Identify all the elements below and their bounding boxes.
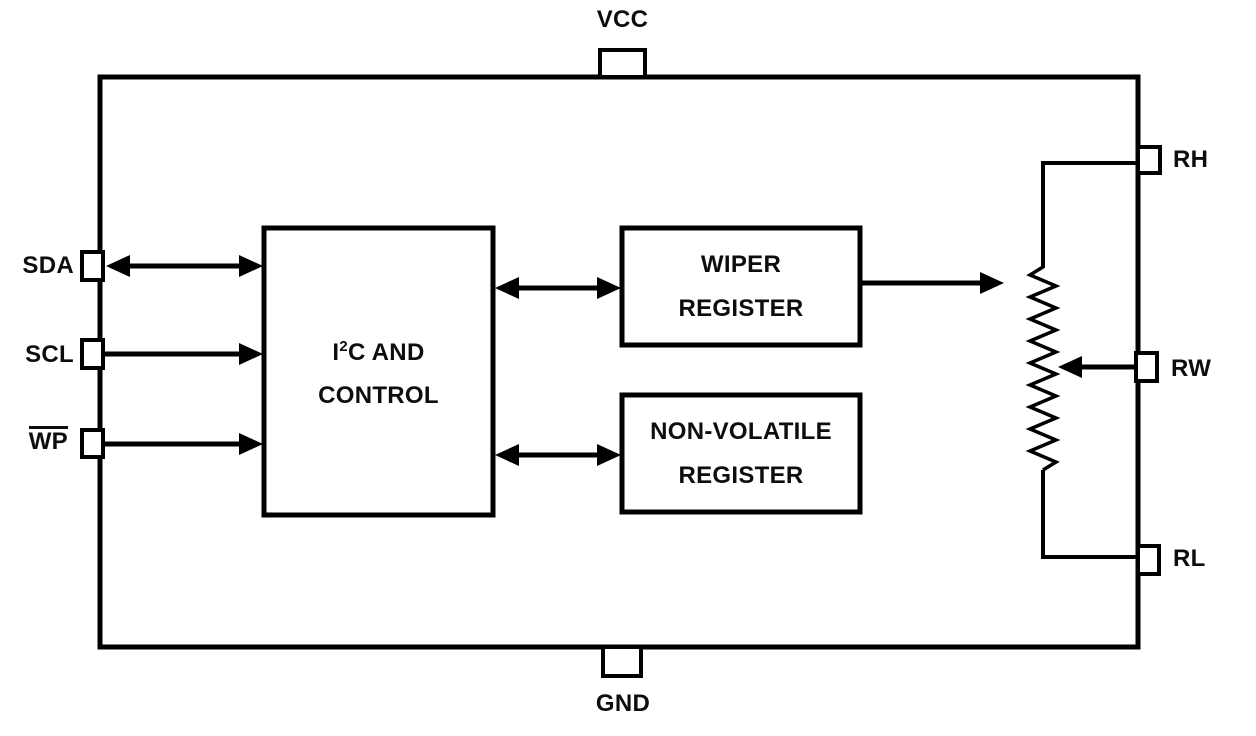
chip-outline <box>97 74 1141 650</box>
wp-pin <box>80 428 105 459</box>
sda-pin-label: SDA <box>22 252 74 279</box>
i2c-control-line1: I2C AND <box>332 339 425 366</box>
scl-arrow <box>105 343 263 365</box>
wiper-register-line1: WIPER <box>700 250 782 278</box>
wp-arrow <box>105 433 263 455</box>
wiper-to-resistor-arrow <box>860 272 1004 294</box>
i2c-control-block <box>261 225 496 518</box>
sda-pin <box>80 250 105 282</box>
wiper-register-block-label: WIPER REGISTER <box>622 228 860 345</box>
vcc-pin <box>598 48 647 79</box>
nonvolatile-register-line1: NON-VOLATILE <box>650 417 832 445</box>
resistor-zigzag <box>1025 265 1061 472</box>
gnd-pin <box>601 645 643 678</box>
wp-pin-label: WP <box>6 426 68 456</box>
nonvolatile-register-block <box>619 392 863 515</box>
rw-pin-label: RW <box>1171 355 1212 382</box>
rl-pin-label: RL <box>1173 545 1206 572</box>
rh-pin <box>1136 145 1162 175</box>
resistor-symbol <box>1025 161 1138 559</box>
wiper-register-line2: REGISTER <box>678 294 804 322</box>
i2c-superscript: 2 <box>339 339 348 355</box>
i2c-control-line2: CONTROL <box>318 382 439 409</box>
i2c-wiper-arrow <box>495 277 621 299</box>
i2c-control-block-label: I2C AND CONTROL <box>264 228 493 515</box>
gnd-pin-label: GND <box>595 690 651 717</box>
vcc-pin-label: VCC <box>596 6 649 33</box>
scl-pin-label: SCL <box>25 341 74 368</box>
scl-pin <box>80 338 105 370</box>
nonvolatile-register-line2: REGISTER <box>678 461 804 489</box>
i2c-nonvolatile-arrow <box>495 444 621 466</box>
rw-wiper-arrow <box>1058 356 1136 378</box>
rw-pin <box>1134 351 1159 383</box>
wiper-register-block <box>619 225 863 348</box>
rl-pin <box>1136 544 1161 576</box>
rh-pin-label: RH <box>1173 146 1209 173</box>
nonvolatile-register-block-label: NON-VOLATILE REGISTER <box>622 395 860 512</box>
sda-arrow <box>106 255 263 277</box>
wp-overline-text: WP <box>28 426 68 455</box>
